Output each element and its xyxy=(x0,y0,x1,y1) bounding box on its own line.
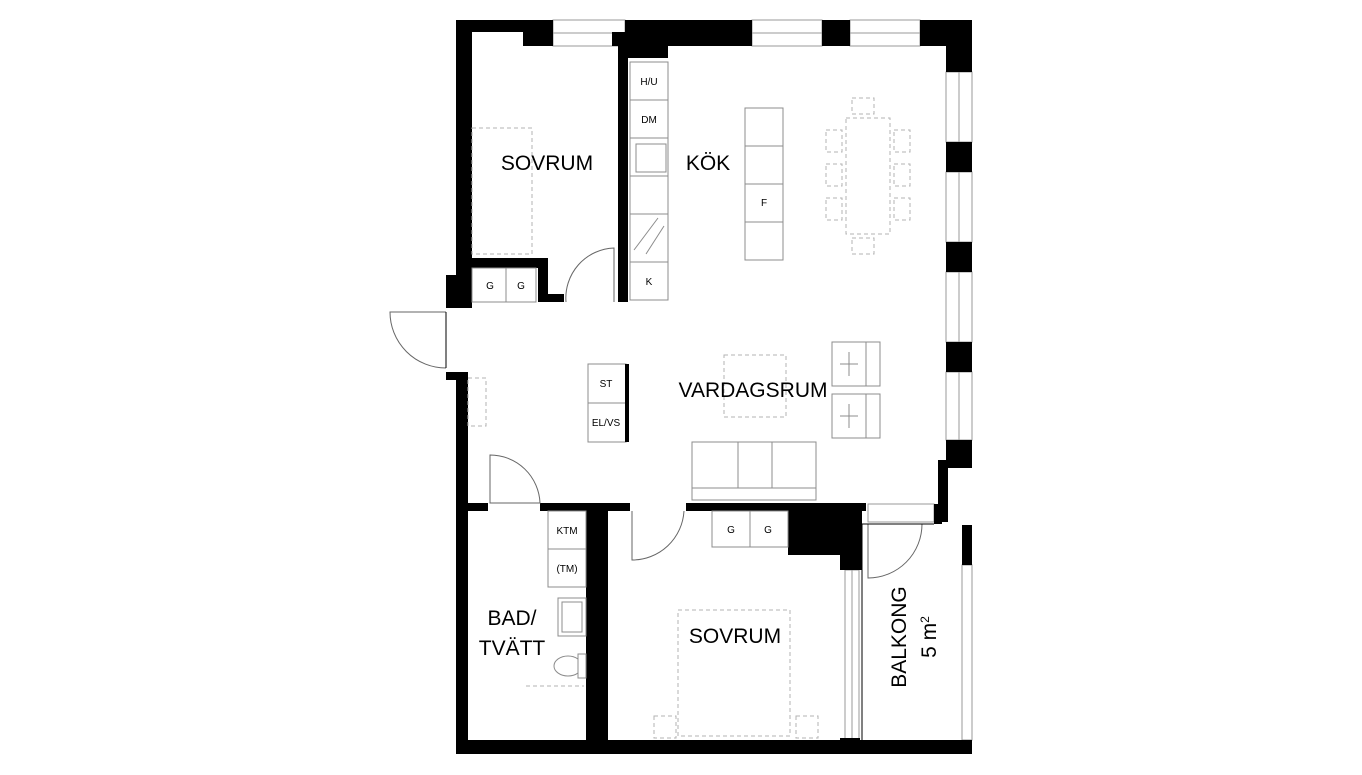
bed-top xyxy=(471,127,533,255)
bathroom-fixtures xyxy=(526,510,587,687)
bed-bottom xyxy=(653,609,819,739)
room-label-kitchen: KÖK xyxy=(686,152,730,175)
room-label-living: VARDAGSRUM xyxy=(679,379,828,402)
label-g2: G xyxy=(517,281,525,292)
label-f: F xyxy=(761,198,767,209)
wardrobes xyxy=(471,267,789,548)
label-hu: H/U xyxy=(640,77,657,88)
dining-table xyxy=(825,97,911,255)
storage-cabinet xyxy=(467,363,629,443)
label-elvs: EL/VS xyxy=(592,418,621,429)
label-dm: DM xyxy=(641,115,657,126)
kitchen-cabinets xyxy=(629,61,784,301)
label-st: ST xyxy=(600,379,613,390)
room-label-bedroom-bottom: SOVRUM xyxy=(689,625,781,648)
label-g1: G xyxy=(486,281,494,292)
room-label-bath-line1: BAD/ xyxy=(487,607,536,630)
balcony-area-value: 5 m xyxy=(918,623,941,658)
label-k: K xyxy=(646,277,653,288)
label-g4: G xyxy=(764,525,772,536)
label-g3: G xyxy=(727,525,735,536)
room-label-bedroom-top: SOVRUM xyxy=(501,152,593,175)
doors xyxy=(389,247,934,740)
room-label-balcony: BALKONG xyxy=(888,586,911,688)
walls xyxy=(446,20,972,754)
windows xyxy=(552,19,973,741)
balcony-label-group: BALKONG 5 m2 xyxy=(888,586,941,688)
label-ktm: KTM xyxy=(556,526,577,537)
balcony-area-label: 5 m2 xyxy=(918,616,941,658)
room-label-bath-line2: TVÄTT xyxy=(479,637,546,660)
label-tm: (TM) xyxy=(556,564,577,575)
balcony-area-sup: 2 xyxy=(918,616,932,623)
living-furniture xyxy=(691,341,881,501)
